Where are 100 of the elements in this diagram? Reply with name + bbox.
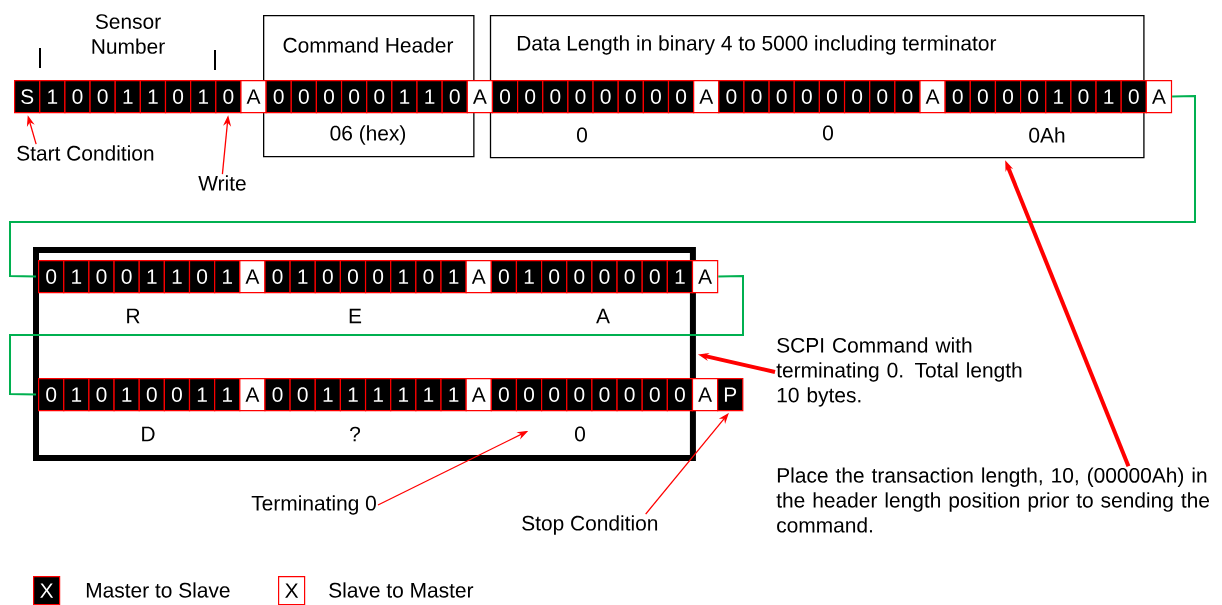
bit-cell: 1 xyxy=(440,378,467,412)
bit-cell: 1 xyxy=(139,80,167,114)
field-value: 0Ah xyxy=(1029,127,1065,143)
ack-cell: A xyxy=(240,80,267,114)
bit-cell: 1 xyxy=(415,378,442,412)
bit-cell: 1 xyxy=(163,260,191,294)
bit-cell: 1 xyxy=(391,80,418,114)
bit-cell: 0 xyxy=(163,378,191,412)
bit-cell: 0 xyxy=(88,260,115,294)
bit-cell: 0 xyxy=(289,378,316,412)
field-value: ? xyxy=(350,426,361,442)
bit-cell: 0 xyxy=(364,260,392,294)
bit-cell: S xyxy=(14,80,41,114)
bit-cell: 0 xyxy=(38,378,65,412)
bit-cell: 0 xyxy=(138,378,165,412)
bit-cell: 0 xyxy=(164,80,192,114)
bit-cell: 0 xyxy=(768,80,795,114)
bit-cell: 0 xyxy=(340,80,368,114)
ack-cell: A xyxy=(691,378,719,412)
bit-cell: 0 xyxy=(1120,80,1147,114)
bit-cell: 1 xyxy=(214,378,241,412)
bit-cell: 0 xyxy=(667,80,695,114)
bit-cell: 0 xyxy=(339,260,367,294)
bit-cell: 0 xyxy=(415,260,442,294)
bit-cell: 0 xyxy=(641,378,668,412)
bit-cell: 0 xyxy=(265,80,292,114)
legend-label: Slave to Master xyxy=(329,582,474,598)
bit-cell: 0 xyxy=(490,260,518,294)
bit-cell: 0 xyxy=(490,378,518,412)
bit-cell: 0 xyxy=(592,80,619,114)
bit-cell: 1 xyxy=(113,378,140,412)
field-value: R xyxy=(127,308,140,324)
bit-cell: 0 xyxy=(793,80,820,114)
legend-label: Master to Slave xyxy=(86,582,230,598)
bit-cell: 0 xyxy=(616,260,643,294)
bit-cell: 1 xyxy=(188,378,216,412)
bit-cell: 1 xyxy=(114,80,141,114)
bit-cell: 1 xyxy=(666,260,694,294)
bit-cell: 1 xyxy=(63,260,90,294)
bit-cell: 1 xyxy=(416,80,443,114)
bit-cell: 0 xyxy=(515,378,543,412)
bit-cell: 1 xyxy=(364,378,392,412)
bit-cell: 0 xyxy=(366,80,393,114)
bit-cell: 0 xyxy=(944,80,971,114)
field-value: 0 xyxy=(823,125,833,141)
bit-cell: 1 xyxy=(515,260,543,294)
bit-cell: 0 xyxy=(616,378,643,412)
bit-cell: 1 xyxy=(63,378,90,412)
bit-cell: 0 xyxy=(994,80,1022,114)
field-value: A xyxy=(596,308,610,324)
note-text: Place the transaction length, 10, (00000Ah) in the header length position prior to sending the command. xyxy=(776,467,1209,533)
bit-cell: 0 xyxy=(743,80,770,114)
bit-cell: 0 xyxy=(566,260,593,294)
bit-cell: 1 xyxy=(314,378,341,412)
bit-cell: 0 xyxy=(718,80,745,114)
bit-cell: 1 xyxy=(440,260,467,294)
bit-cell: 0 xyxy=(642,80,670,114)
bit-cell: 0 xyxy=(215,80,242,114)
bit-cell: 0 xyxy=(64,80,91,114)
ack-cell: A xyxy=(919,80,946,114)
field-value: D xyxy=(142,426,155,442)
bit-cell: 0 xyxy=(113,260,140,294)
bit-cell: 1 xyxy=(190,80,217,114)
bit-cell: 0 xyxy=(894,80,921,114)
bit-cell: 0 xyxy=(641,260,668,294)
ack-cell: A xyxy=(239,260,266,294)
bit-cell: 0 xyxy=(88,378,115,412)
bit-cell: 0 xyxy=(1020,80,1047,114)
bit-cell: 0 xyxy=(541,378,568,412)
bit-cell: 1 xyxy=(289,260,316,294)
bit-cell: 1 xyxy=(138,260,165,294)
callout-text: Terminating 0 xyxy=(251,495,376,515)
bit-cell: 0 xyxy=(441,80,468,114)
bit-cell: 1 xyxy=(1095,80,1122,114)
bit-cell: 1 xyxy=(214,260,241,294)
bit-cell: 0 xyxy=(89,80,116,114)
bit-cell: 0 xyxy=(38,260,65,294)
bit-cell: 0 xyxy=(666,378,694,412)
field-value: 06 (hex) xyxy=(330,125,406,145)
bit-cell: 1 xyxy=(39,80,66,114)
ack-cell: A xyxy=(465,378,492,412)
bit-cell: 0 xyxy=(290,80,317,114)
bit-cell: 0 xyxy=(1070,80,1097,114)
ack-cell: A xyxy=(239,378,266,412)
field-value: 0 xyxy=(577,127,587,143)
bit-cell: 0 xyxy=(818,80,846,114)
bit-cell: 0 xyxy=(969,80,997,114)
field-value: E xyxy=(349,308,362,324)
field-value: Command Header xyxy=(283,37,454,53)
bit-cell: 0 xyxy=(541,260,568,294)
ack-cell: A xyxy=(691,260,719,294)
field-value: 0 xyxy=(575,426,585,442)
bit-cell: 0 xyxy=(264,260,291,294)
ack-cell: A xyxy=(465,260,492,294)
ack-cell: A xyxy=(1145,80,1173,114)
bit-cell: 0 xyxy=(188,260,216,294)
bit-cell: 0 xyxy=(315,80,343,114)
field-label: Sensor Number xyxy=(92,14,165,54)
ack-cell: A xyxy=(466,80,494,114)
bit-cell: 1 xyxy=(390,260,417,294)
